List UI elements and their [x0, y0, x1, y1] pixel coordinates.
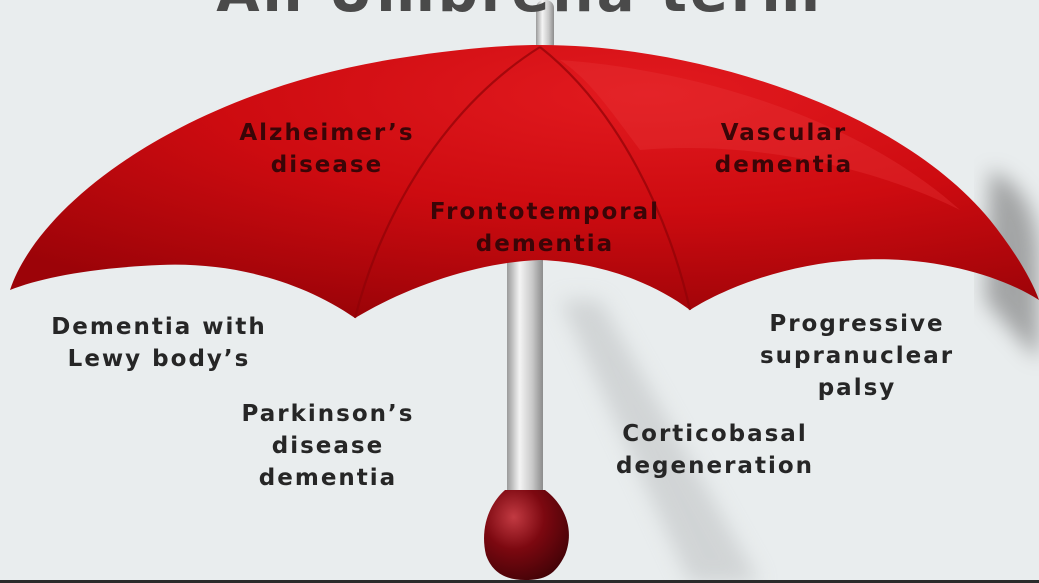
umbrella-shaft [507, 230, 543, 530]
bottom-border [0, 580, 1039, 583]
umbrella-tip [536, 0, 554, 52]
umbrella-rib [539, 46, 692, 311]
canopy-highlight [560, 60, 960, 210]
shaft-shadow [560, 300, 760, 583]
umbrella-rib [353, 46, 541, 319]
umbrella-handle [484, 490, 569, 580]
umbrella-canopy [10, 45, 1039, 318]
page-title: An Umbrella term [0, 0, 1039, 25]
